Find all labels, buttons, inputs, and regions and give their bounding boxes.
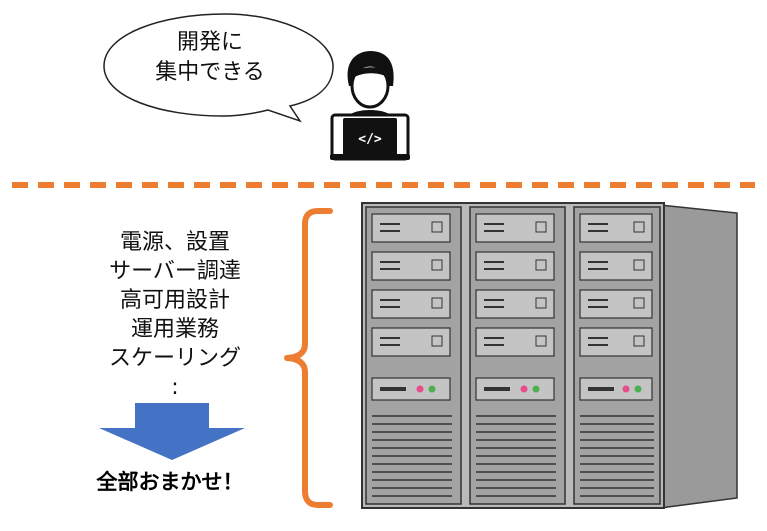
- footer-label: 全部おまかせ！: [96, 470, 244, 494]
- curly-brace: [284, 208, 333, 508]
- server-rack-icon: [361, 202, 738, 509]
- bubble-line-1: 開発に: [176, 30, 243, 55]
- speech-bubble: [103, 13, 334, 123]
- list-item: 電源、設置: [119, 230, 230, 255]
- list-item: サーバー調達: [109, 259, 241, 284]
- down-arrow-icon: [99, 403, 245, 460]
- list-item: 高可用設計: [119, 288, 230, 313]
- laptop-code-symbol: </>: [358, 132, 382, 147]
- bubble-line-2: 集中できる: [155, 60, 265, 85]
- list-item: :: [171, 375, 179, 400]
- list-item: スケーリング: [108, 346, 241, 371]
- responsibility-list: 電源、設置 サーバー調達 高可用設計 運用業務 スケーリング :: [80, 228, 270, 402]
- list-item: 運用業務: [130, 317, 219, 342]
- speech-bubble-text: 開発に 集中できる: [110, 28, 310, 88]
- developer-laptop-icon: [330, 51, 410, 161]
